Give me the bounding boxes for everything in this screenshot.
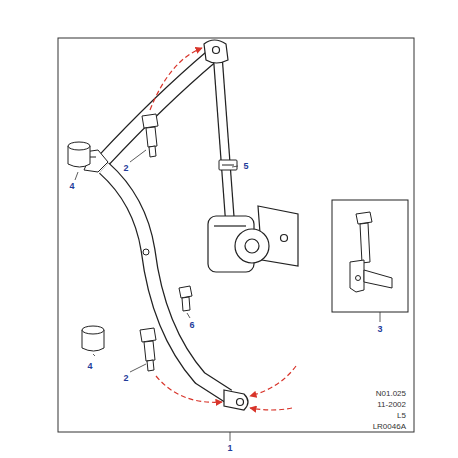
inset-box <box>356 212 372 224</box>
inset-box <box>350 260 364 292</box>
assembly-arrow <box>150 48 296 410</box>
inset-box <box>360 223 370 263</box>
leader-line <box>130 364 146 372</box>
bolt <box>146 127 157 147</box>
belt-tongue <box>90 157 96 158</box>
leader-line <box>130 150 146 162</box>
drawing-code: L5 <box>397 412 406 420</box>
leader-line <box>232 166 238 167</box>
assembly-arrow <box>250 408 292 410</box>
belt-webbing <box>218 60 230 222</box>
leader-line <box>75 172 78 180</box>
lower-anchor <box>237 399 244 406</box>
retractor <box>208 206 298 272</box>
upper-anchor <box>204 40 228 63</box>
belt-webbing <box>104 56 212 160</box>
cover-cap <box>82 327 104 351</box>
drawing-date: 11-2002 <box>377 401 406 409</box>
leader-line <box>187 313 190 318</box>
inset-box <box>356 276 361 281</box>
bolt <box>140 328 156 342</box>
assembly-arrow <box>250 366 296 396</box>
belt-webbing <box>104 56 212 160</box>
belt-webbing <box>218 60 230 222</box>
callout-number: 2 <box>123 374 128 383</box>
belt-webbing <box>143 249 149 255</box>
image-id: LR0046A <box>373 423 406 431</box>
bolt <box>144 341 155 361</box>
webbing-clip <box>222 165 234 166</box>
belt-webbing <box>104 168 228 396</box>
bolt <box>142 114 158 128</box>
inset-box <box>364 270 392 288</box>
bolt <box>149 146 156 157</box>
bolt <box>147 360 154 371</box>
leader-line <box>75 150 238 372</box>
assembly-arrow <box>156 376 222 402</box>
callout-number: 4 <box>87 362 92 371</box>
inset-box <box>380 312 381 322</box>
frame <box>58 38 414 441</box>
retractor <box>281 235 288 242</box>
inset-box <box>332 200 408 322</box>
frame <box>58 38 414 432</box>
retractor <box>214 225 246 226</box>
assembly-arrow <box>150 48 202 110</box>
cover-cap <box>68 142 90 150</box>
bolt <box>182 297 190 311</box>
retractor <box>245 239 259 253</box>
bolt <box>179 286 192 298</box>
upper-anchor <box>204 40 228 63</box>
belt-webbing <box>104 168 228 396</box>
upper-anchor <box>213 47 220 54</box>
drawing-reference: N01.025 <box>376 390 406 398</box>
webbing-clip <box>219 160 237 170</box>
lower-anchor <box>224 390 248 410</box>
callout-number: 4 <box>69 182 74 191</box>
leader-line <box>93 354 95 356</box>
webbing-clip <box>219 160 237 170</box>
callout-number: 6 <box>189 321 194 330</box>
retractor <box>235 229 269 263</box>
callout-number: 1 <box>227 444 232 453</box>
callout-number: 3 <box>377 325 382 334</box>
frame <box>230 432 231 441</box>
inset-box <box>332 200 408 312</box>
callout-number: 5 <box>243 162 248 171</box>
cover-cap <box>82 326 104 334</box>
cover-cap <box>68 142 104 351</box>
callout-number: 2 <box>123 164 128 173</box>
bolt <box>140 114 192 371</box>
cover-cap <box>68 143 90 167</box>
lower-anchor <box>224 390 248 410</box>
